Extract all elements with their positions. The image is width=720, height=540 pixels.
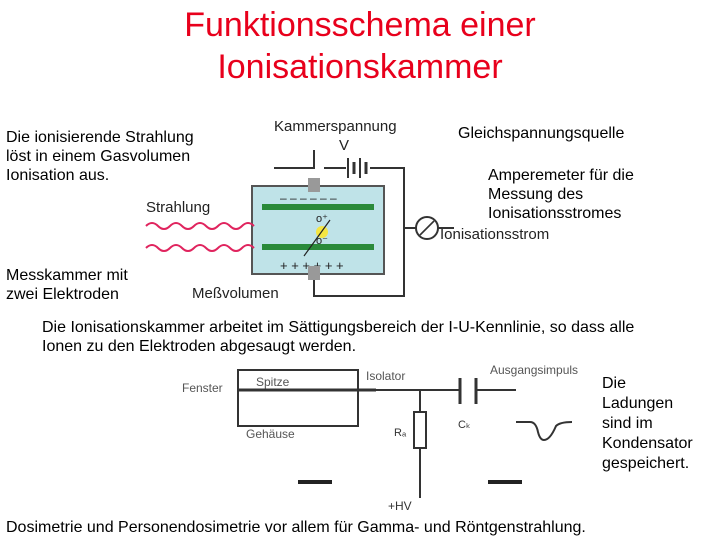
counter-tube-circuit: Fenster Spitze Isolator Gehäuse Rₐ Cₖ Au…	[182, 363, 578, 513]
negative-electrode	[262, 204, 374, 210]
saturation-description: Die Ionisationskammer arbeitet im Sättig…	[42, 318, 716, 356]
page-title: Funktionsschema einer Ionisationskammer	[0, 4, 720, 88]
ionisationsstrom-label: Ionisationsstrom	[440, 226, 549, 243]
capacitor-description: Die Ladungen sind im Kondensator gespeic…	[602, 374, 693, 474]
ausgangsimpuls-label: Ausgangsimpuls	[490, 363, 578, 377]
text-line: Ladungen	[602, 395, 674, 412]
isolator-label: Isolator	[366, 369, 405, 383]
circuit-wire	[376, 389, 516, 498]
strahlung-label: Strahlung	[146, 199, 210, 216]
text-line: Messung des	[488, 186, 584, 203]
positive-ion-label: o⁺	[316, 213, 328, 225]
voltage-symbol-label: V	[339, 137, 349, 154]
negative-charges-label: – – – – – –	[280, 191, 337, 205]
text-line: Amperemeter für die	[488, 167, 634, 184]
capacitor-label: Cₖ	[458, 419, 471, 431]
gehaeuse-label: Gehäuse	[246, 427, 295, 441]
radiation-wave-2	[145, 244, 255, 252]
insulator-top	[308, 178, 320, 192]
ground-right	[488, 480, 522, 484]
radiation-description: Die ionisierende Strahlung löst in einem…	[6, 128, 194, 185]
detector-housing	[237, 369, 359, 427]
text-line: löst in einem Gasvolumen	[6, 148, 191, 165]
voltage-source-label: Gleichspannungsquelle	[458, 125, 625, 142]
text-line: Ionen zu den Elektroden abgesaugt werden…	[42, 338, 357, 355]
chamber-description: Messkammer mit zwei Elektroden	[6, 266, 128, 304]
fenster-label: Fenster	[182, 381, 223, 395]
hv-label: +HV	[388, 499, 412, 513]
positive-charges-label: + + + + + +	[280, 258, 344, 273]
spitze-label: Spitze	[256, 375, 290, 389]
messvolumen-label: Meßvolumen	[192, 285, 279, 302]
ground-left	[298, 480, 332, 484]
title-line-2: Ionisationskammer	[217, 48, 503, 86]
ionization-chamber-diagram: Kammerspannung V – – – – – – + + + + + +…	[145, 118, 549, 302]
text-line: gespeichert.	[602, 455, 690, 472]
text-line: Die	[602, 375, 627, 392]
output-pulse	[516, 421, 573, 442]
footer-text: Dosimetrie und Personendosimetrie vor al…	[6, 519, 586, 536]
kammerspannung-label: Kammerspannung	[274, 118, 397, 135]
radiation-wave-1	[145, 222, 255, 230]
text-line: Die ionisierende Strahlung	[6, 129, 194, 146]
negative-ion-label: o⁻	[316, 235, 328, 247]
positive-electrode	[262, 244, 374, 250]
text-line: sind im	[602, 415, 653, 432]
ionization-track	[303, 219, 331, 257]
text-line: Ionisation aus.	[6, 167, 110, 184]
resistor-label: Rₐ	[394, 427, 407, 439]
text-line: zwei Elektroden	[6, 286, 119, 303]
text-line: Messkammer mit	[6, 267, 128, 284]
battery-icon	[324, 158, 378, 178]
text-line: Kondensator	[602, 435, 693, 452]
ammeter-needle	[419, 220, 435, 236]
text-line: Ionisationsstromes	[488, 205, 622, 222]
text-line: Die Ionisationskammer arbeitet im Sättig…	[42, 319, 635, 336]
resistor-icon	[413, 411, 427, 449]
insulator-bottom	[308, 266, 320, 280]
ammeter-description: Amperemeter für die Messung des Ionisati…	[488, 166, 634, 223]
title-line-1: Funktionsschema einer	[184, 6, 536, 44]
circuit-wire	[274, 150, 454, 297]
